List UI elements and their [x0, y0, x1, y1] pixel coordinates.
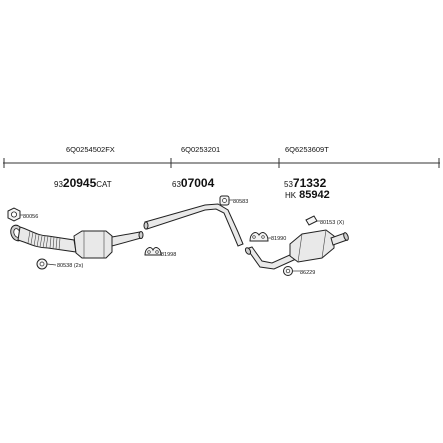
middle-pipe-icon	[143, 203, 244, 247]
group-front-pipe-labels: 6Q0254502FX 9320945CAT	[54, 145, 115, 190]
gasket-80056-icon	[7, 207, 23, 222]
clamp-80538-icon	[36, 258, 57, 270]
part-number-front-pipe: 6Q0254502FX	[66, 145, 115, 154]
callout-80056: 80056	[23, 214, 38, 220]
callout-81998: 81998	[161, 252, 176, 258]
hanger-81998-icon	[144, 247, 162, 256]
clamp-80583-icon	[219, 195, 233, 206]
catalytic-converter-icon	[73, 230, 144, 259]
flex-pipe-icon	[17, 226, 77, 253]
clamp-80153-icon	[305, 215, 320, 226]
hanger-81990-icon	[249, 232, 271, 242]
part-number-rear-silencer: 6Q6253609T	[285, 145, 329, 154]
order-code-front-pipe: 9320945CAT	[54, 176, 112, 190]
order-code-rear-silencer: 5371332	[284, 176, 327, 190]
group-middle-pipe-labels: 6Q0253201 6307004	[172, 145, 220, 190]
part-number-middle-pipe: 6Q0253201	[181, 145, 220, 154]
callout-86229: 86229	[300, 270, 315, 276]
section-divider	[3, 158, 440, 168]
callout-80538: 80538 (2x)	[57, 263, 83, 269]
clamp-86229-icon	[283, 266, 300, 276]
callout-81990: 81990	[271, 236, 286, 242]
callout-80153: 80153 (X)	[320, 220, 344, 226]
callout-80583: 80583	[233, 199, 248, 205]
order-code-middle-pipe: 6307004	[172, 176, 215, 190]
rear-silencer-icon	[244, 229, 349, 270]
